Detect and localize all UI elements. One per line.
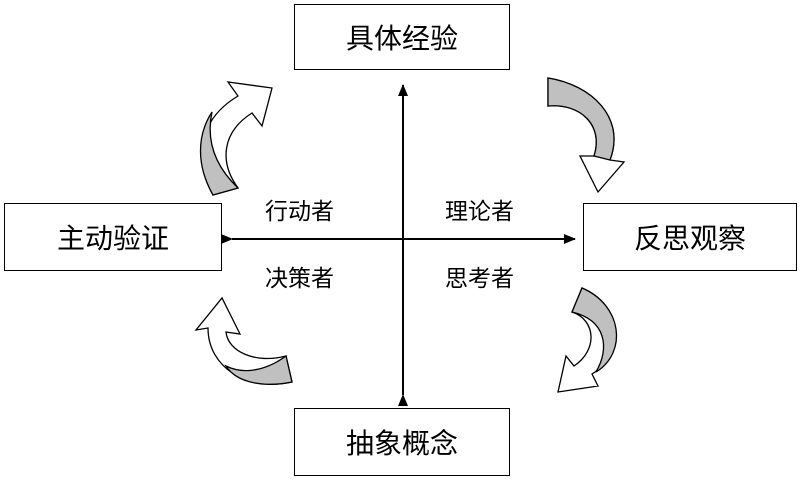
stage-label: 具体经验 [345, 22, 458, 55]
quadrant-label-bottom-right: 思考者 [445, 266, 514, 292]
stage-active-experimentation: 主动验证 [4, 203, 222, 271]
cycle-arrow-top-left [199, 81, 273, 196]
quadrant-label-top-right: 理论者 [445, 199, 514, 225]
cycle-arrow-top-right [547, 77, 626, 194]
quadrant-label-top-left: 行动者 [265, 199, 334, 225]
stage-reflective-observation: 反思观察 [583, 203, 797, 271]
cycle-arrow-bottom-left [194, 296, 293, 385]
stage-label: 主动验证 [56, 222, 169, 255]
stage-label: 抽象概念 [345, 427, 458, 460]
quadrant-label-bottom-left: 决策者 [265, 266, 334, 292]
stage-concrete-experience: 具体经验 [294, 4, 510, 70]
stage-label: 反思观察 [633, 222, 746, 255]
cycle-arrow-bottom-right [557, 287, 618, 393]
stage-abstract-conceptualization: 抽象概念 [294, 408, 510, 476]
